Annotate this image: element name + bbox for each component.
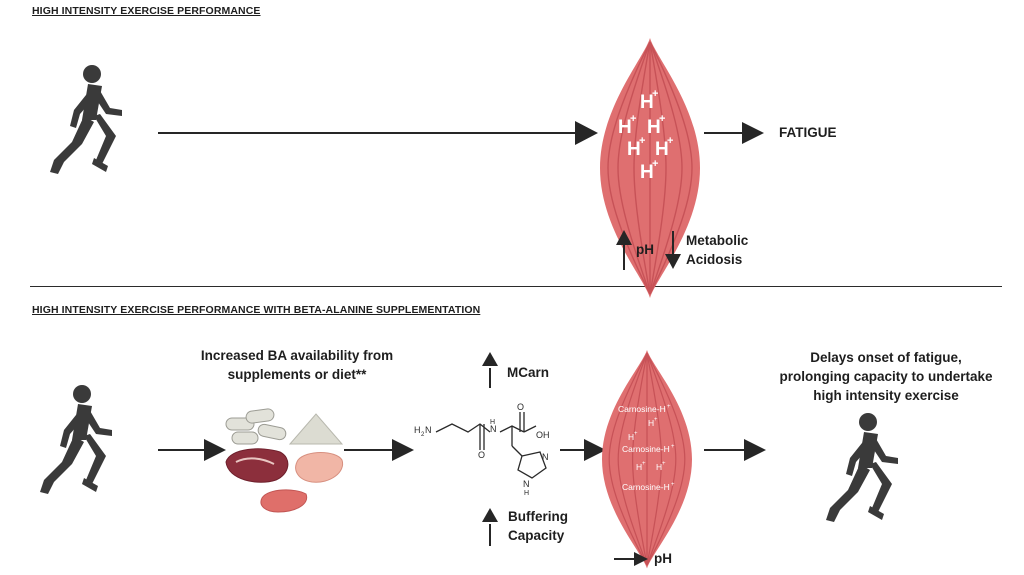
svg-text:2: 2 [421, 432, 425, 438]
carnosine-molecule [435, 412, 547, 479]
meat-salmon [260, 489, 308, 513]
mcarn-label: MCarn [507, 365, 550, 380]
h-ion: H [627, 139, 641, 160]
muscle-to-outcome-arrow [704, 439, 766, 461]
carnosine-h: Carnosine-H [622, 444, 670, 454]
bottom-left-runner [40, 385, 112, 494]
buffering-up-arrow [482, 508, 498, 546]
metabolic-down-arrow [665, 231, 681, 269]
ph-label-top: pH [636, 242, 654, 257]
svg-text:H: H [524, 490, 529, 497]
bottom-section-title: HIGH INTENSITY EXERCISE PERFORMANCE WITH… [32, 304, 481, 316]
h-ion-charge: + [634, 431, 638, 437]
h-ion: H [656, 462, 662, 472]
h-ion-charge: + [639, 135, 645, 147]
h-ion: H [647, 117, 661, 138]
carnosine-charge: + [671, 482, 675, 488]
carnosine-labels: Carnosine-H + H + H + Carnosine-H + H + … [618, 404, 675, 492]
h-ion-charge: + [652, 158, 658, 170]
supplement-powder [288, 413, 344, 445]
svg-text:H: H [414, 425, 421, 435]
h-ion-charge: + [667, 135, 673, 147]
ba-availability-label: Increased BA availability from supplemen… [200, 348, 394, 382]
ph-up-arrow [616, 230, 632, 270]
h-ion: H [618, 117, 632, 138]
supplement-capsules [225, 408, 287, 445]
h-ion-charge: + [659, 113, 665, 125]
ph-label-bottom: pH [654, 551, 672, 566]
h-ion: H [640, 162, 654, 183]
bottom-muscle [602, 350, 692, 569]
carnosine-charge: + [671, 444, 675, 450]
h-ion: H [628, 432, 634, 442]
food-to-molecule-arrow [344, 439, 414, 461]
svg-text:O: O [517, 402, 524, 412]
h-ion-charge: + [642, 461, 646, 467]
meat-steak [225, 448, 289, 483]
runner-to-food-arrow [158, 439, 226, 461]
h-ion-charge: + [630, 113, 636, 125]
top-section-title: HIGH INTENSITY EXERCISE PERFORMANCE [32, 5, 261, 17]
top-fatigue-arrow [704, 122, 764, 144]
top-h-ions: H + H + H + H + H + H + [618, 88, 673, 183]
svg-text:OH: OH [536, 430, 550, 440]
h-ion-charge: + [652, 88, 658, 100]
svg-text:N: N [523, 479, 530, 489]
h-ion: H [640, 92, 654, 113]
h-ion: H [648, 418, 654, 428]
buffering-capacity-label: Buffering Capacity [508, 509, 568, 543]
molecule-labels: H 2 N O N H O OH N N H [414, 402, 550, 497]
meat-chicken [295, 452, 344, 483]
h-ion-charge: + [654, 417, 658, 423]
fatigue-label: FATIGUE [779, 125, 837, 140]
mcarn-up-arrow [482, 352, 498, 388]
top-long-arrow [158, 121, 598, 145]
h-ion: H [655, 139, 669, 160]
top-muscle [600, 38, 700, 298]
bottom-right-runner [826, 413, 898, 522]
svg-text:H: H [490, 419, 495, 426]
ph-right-arrow [614, 552, 648, 566]
molecule-to-muscle-arrow [560, 439, 606, 461]
delays-fatigue-label: Delays onset of fatigue, prolonging capa… [779, 350, 993, 403]
h-ion: H [636, 462, 642, 472]
carnosine-h: Carnosine-H [618, 404, 666, 414]
svg-text:N: N [425, 425, 432, 435]
svg-text:O: O [478, 450, 485, 460]
carnosine-h: Carnosine-H [622, 482, 670, 492]
svg-text:N: N [490, 424, 497, 434]
svg-text:N: N [542, 452, 549, 462]
carnosine-charge: + [667, 404, 671, 410]
metabolic-acidosis-label: Metabolic Acidosis [686, 233, 749, 267]
h-ion-charge: + [662, 461, 666, 467]
section-divider [30, 286, 1002, 287]
top-runner [50, 65, 122, 174]
